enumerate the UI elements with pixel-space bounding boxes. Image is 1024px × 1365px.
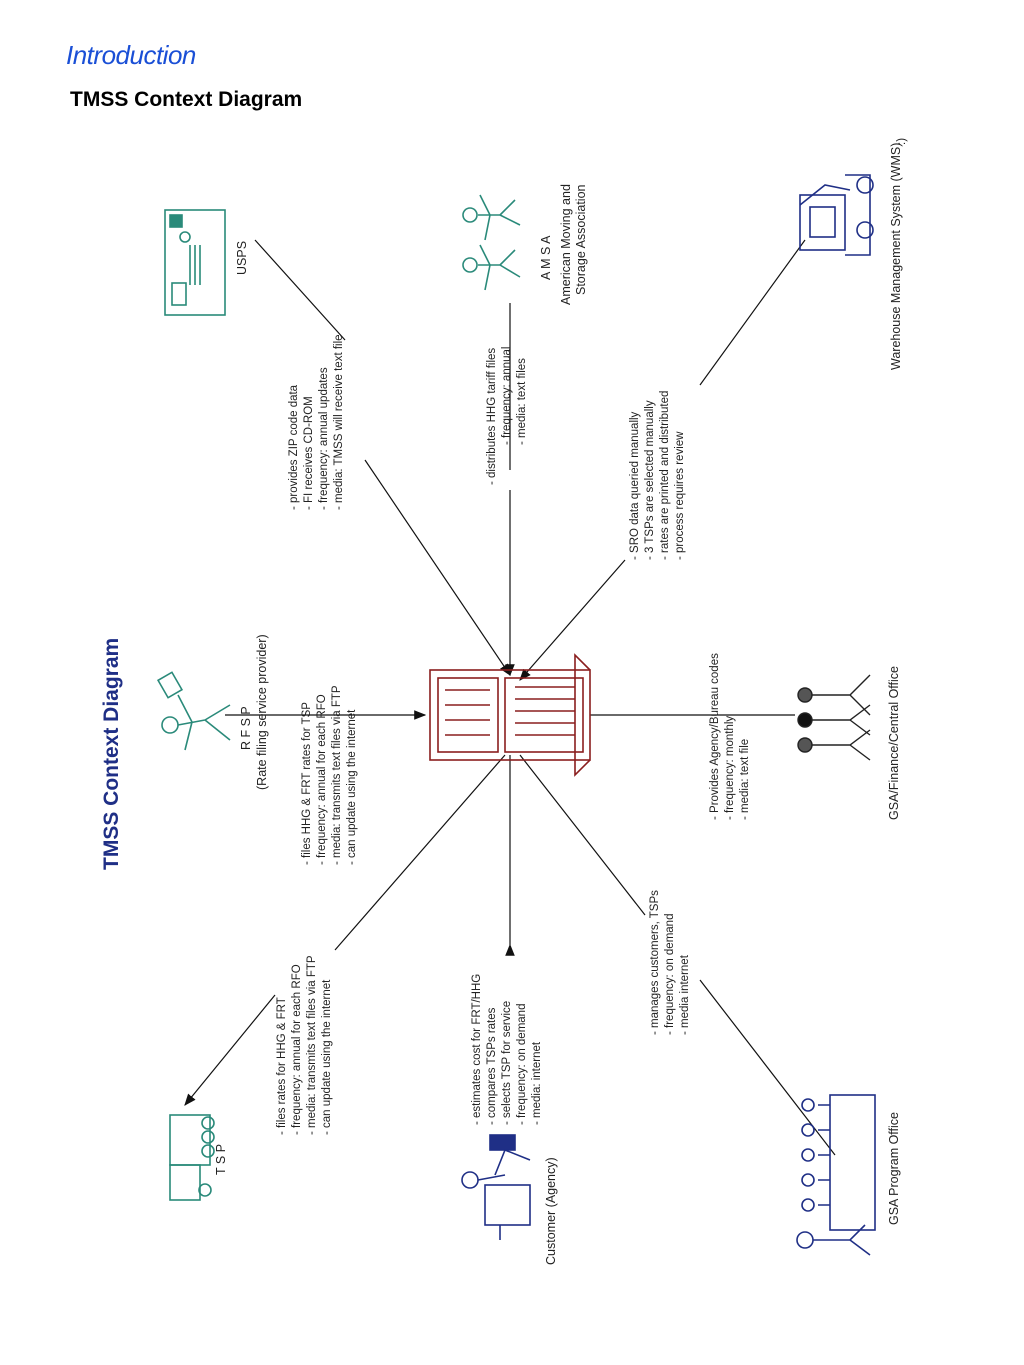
svg-text:- process requires review: - process requires review [674, 431, 686, 560]
tsp-entity: T S P [169, 1114, 228, 1201]
gsa-program-flow-text: - manages customers, TSPs - frequency: o… [649, 890, 691, 1035]
rfsp-flow-text: - files HHG & FRT rates for TSP - freque… [301, 685, 358, 865]
corner-mark: :) [896, 138, 908, 145]
line-wms [699, 239, 806, 386]
svg-text:- 3 TSPs are selected manually: - 3 TSPs are selected manually [644, 400, 656, 560]
line-usps-hub [364, 459, 511, 676]
amsa-label-1: A M S A [539, 235, 553, 280]
amsa-label-2: American Moving and [559, 184, 573, 305]
svg-text:- Provides Agency/Bureau codes: - Provides Agency/Bureau codes [709, 653, 721, 820]
envelope-icon [164, 209, 226, 316]
svg-text:- media internet: - media internet [679, 954, 691, 1035]
svg-text:- media: text files: - media: text files [516, 358, 528, 445]
tsp-label: T S P [214, 1144, 228, 1175]
line-tsp [184, 994, 276, 1106]
svg-text:- frequency: on demand: - frequency: on demand [664, 914, 676, 1035]
section-heading: Introduction [66, 40, 196, 70]
page-title: TMSS Context Diagram [70, 88, 303, 111]
svg-text:- media: transmits text files: - media: transmits text files via FTP [331, 685, 343, 865]
svg-text:- media: text file: - media: text file [739, 739, 751, 820]
usps-entity: USPS [164, 209, 249, 316]
svg-text:- provides ZIP code data: - provides ZIP code data [288, 384, 300, 510]
svg-text:- rates are printed and distri: - rates are printed and distributed [659, 391, 671, 560]
rfsp-entity: R F S P (Rate filing service provider) [156, 634, 269, 790]
rfsp-label-2: (Rate filing service provider) [255, 634, 269, 790]
context-diagram: TMSS Context Diagram :) USPS - provides … [100, 138, 908, 1265]
gsa-finance-label: GSA/Finance/Central Office [887, 666, 901, 820]
svg-text:- can update using the interne: - can update using the internet [321, 979, 333, 1135]
svg-text:- distributes HHG tariff files: - distributes HHG tariff files [486, 348, 498, 485]
svg-text:- compares TSPs rates: - compares TSPs rates [486, 1007, 498, 1125]
svg-text:- media: TMSS will receive tex: - media: TMSS will receive text file [333, 334, 345, 510]
line-wms-hub [519, 559, 626, 681]
svg-text:- files rates for HHG & FRT: - files rates for HHG & FRT [276, 997, 288, 1135]
wms-flow-text: - SRO data queried manually - 3 TSPs are… [629, 391, 686, 560]
customer-entity: Customer (Agency) [461, 1134, 558, 1265]
amsa-entity: A M S A American Moving and Storage Asso… [462, 184, 588, 305]
svg-text:- estimates cost for FRT/HHG: - estimates cost for FRT/HHG [471, 974, 483, 1125]
truck-icon [169, 1114, 215, 1201]
svg-text:- media: internet: - media: internet [531, 1041, 543, 1125]
svg-text:- manages customers, TSPs: - manages customers, TSPs [649, 890, 661, 1035]
line-gsa-program [699, 979, 836, 1156]
workstation-icon [799, 174, 874, 256]
wms-label: Warehouse Management System (WMS) [889, 143, 903, 370]
svg-text:- selects TSP for service: - selects TSP for service [501, 1001, 513, 1125]
amsa-flow-text: - distributes HHG tariff files - frequen… [486, 347, 528, 485]
server-icon [429, 653, 591, 777]
amsa-label-3: Storage Association [574, 184, 588, 295]
gsa-finance-entity: GSA/Finance/Central Office [797, 666, 901, 820]
svg-text:- frequency: annual for each R: - frequency: annual for each RFO [316, 694, 328, 865]
line-tsp-hub [334, 754, 506, 951]
gsa-program-entity: GSA Program Office [796, 1094, 901, 1256]
svg-text:- frequency: monthly: - frequency: monthly [724, 716, 736, 820]
gsa-finance-flow-text: - Provides Agency/Bureau codes - frequen… [709, 653, 751, 820]
svg-text:- frequency: annual updates: - frequency: annual updates [318, 367, 330, 510]
svg-text:- frequency: annual for each R: - frequency: annual for each RFO [291, 964, 303, 1135]
usps-label: USPS [235, 241, 249, 275]
svg-text:- frequency: on demand: - frequency: on demand [516, 1004, 528, 1125]
diagram-title: TMSS Context Diagram [100, 638, 123, 870]
svg-text:- can update using the interne: - can update using the internet [346, 709, 358, 865]
desk-person-icon [461, 1134, 531, 1240]
customer-label: Customer (Agency) [544, 1157, 558, 1265]
rfsp-label-1: R F S P [239, 706, 253, 750]
svg-text:- files HHG & FRT rates for TS: - files HHG & FRT rates for TSP [301, 702, 313, 865]
people-icon [462, 194, 521, 291]
svg-text:- FI receives CD-ROM: - FI receives CD-ROM [303, 396, 315, 510]
svg-text:- SRO data queried manually: - SRO data queried manually [629, 411, 641, 560]
person-with-paper-icon [156, 671, 231, 751]
usps-flow-text: - provides ZIP code data - FI receives C… [288, 334, 345, 510]
tsp-flow-text: - files rates for HHG & FRT - frequency:… [276, 955, 333, 1135]
line-gsa-program-hub [519, 754, 646, 916]
line-usps [254, 239, 346, 341]
customer-flow-text: - estimates cost for FRT/HHG - compares … [471, 974, 543, 1125]
svg-text:- media: transmits text files: - media: transmits text files via FTP [306, 955, 318, 1135]
gsa-program-label: GSA Program Office [887, 1112, 901, 1225]
wms-entity: Warehouse Management System (WMS) [799, 143, 903, 370]
group-icon [797, 674, 871, 761]
svg-text:- frequency: annual: - frequency: annual [501, 347, 513, 445]
conference-table-icon [796, 1094, 876, 1256]
